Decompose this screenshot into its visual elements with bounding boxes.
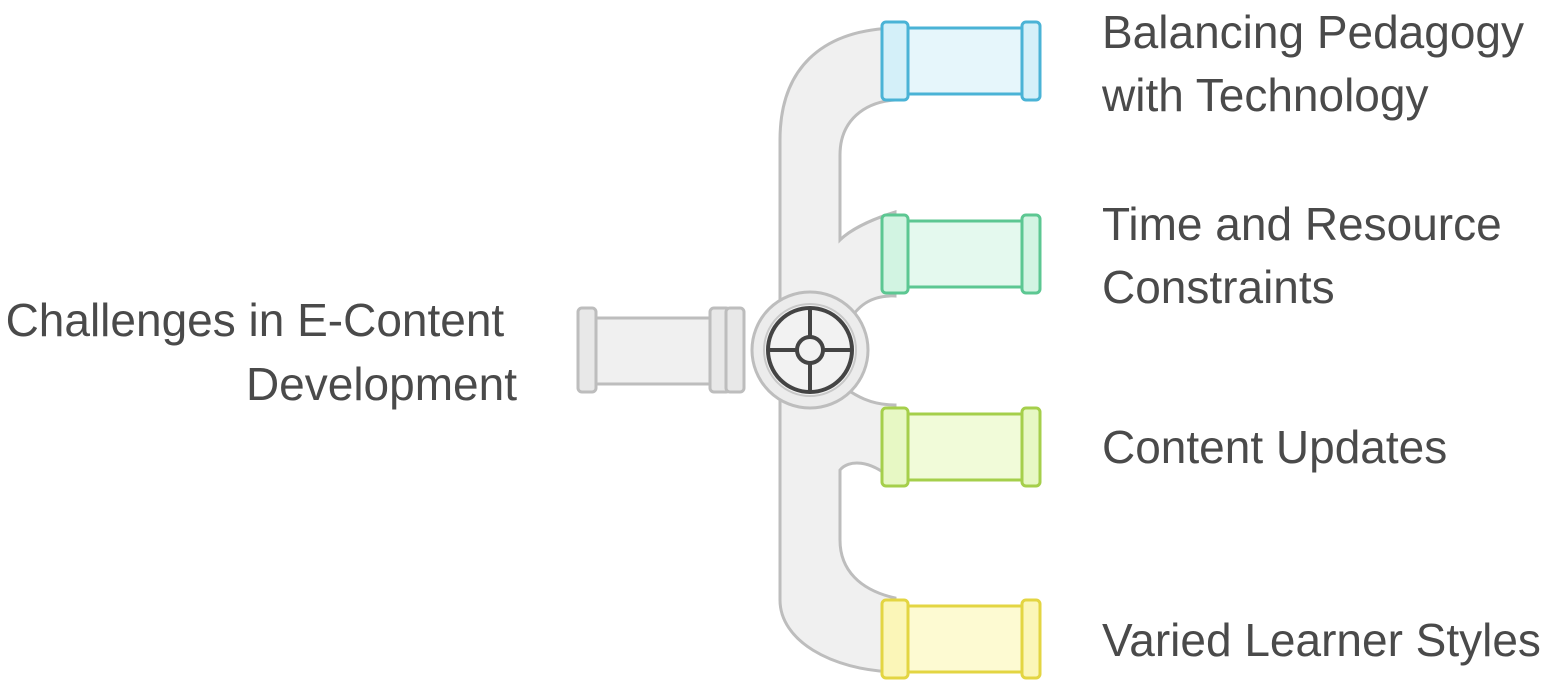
valve-hub	[750, 290, 870, 410]
output-pipe-2	[880, 213, 1042, 295]
output-label-2-line-1: Time and Resource	[1102, 198, 1502, 250]
output-label-4-line-1: Varied Learner Styles	[1102, 614, 1541, 666]
source-label-line-2: Development	[246, 358, 517, 410]
input-pipe	[576, 306, 746, 394]
output-label-3-line-1: Content Updates	[1102, 421, 1447, 473]
output-label-1-line-2: with Technology	[1101, 69, 1428, 121]
source-label: Challenges in E-Content Development	[6, 294, 518, 410]
source-label-line-1: Challenges in E-Content	[6, 294, 505, 346]
output-label-2: Time and Resource Constraints	[1102, 198, 1514, 313]
output-label-4: Varied Learner Styles	[1102, 614, 1541, 666]
output-pipes	[880, 20, 1042, 680]
valve-wheel-icon	[766, 306, 854, 394]
output-label-1-line-1: Balancing Pedagogy	[1102, 6, 1524, 58]
output-pipe-3	[880, 406, 1042, 488]
output-label-3: Content Updates	[1102, 421, 1447, 473]
output-label-1: Balancing Pedagogy with Technology	[1101, 6, 1537, 121]
output-pipe-1	[880, 20, 1042, 102]
output-pipe-4	[880, 598, 1042, 680]
output-label-2-line-2: Constraints	[1102, 261, 1335, 313]
